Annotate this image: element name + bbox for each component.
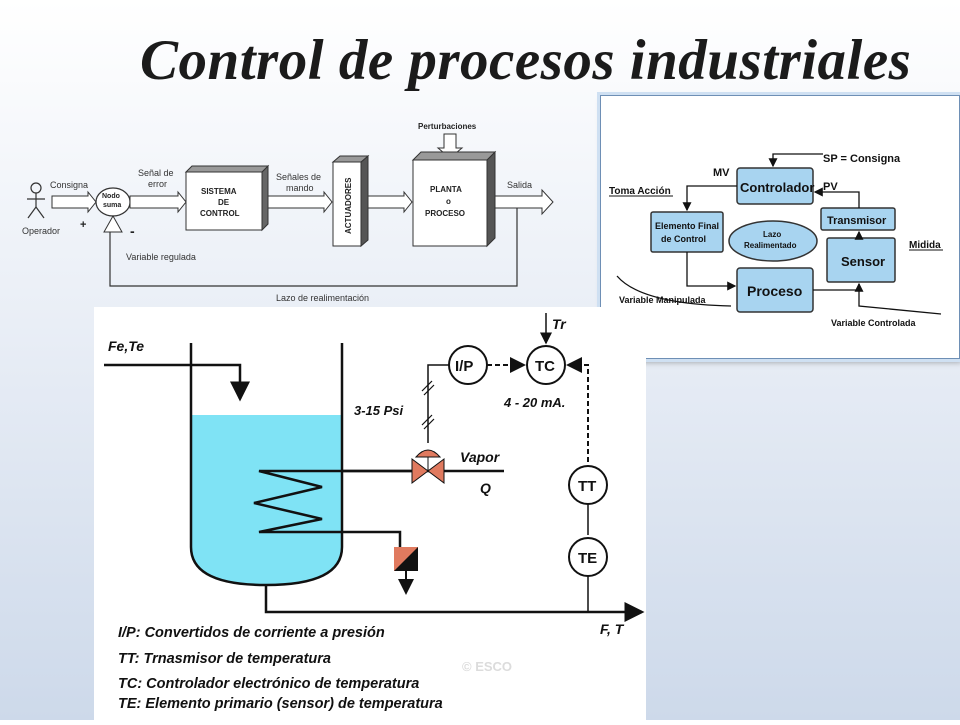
page-title: Control de procesos industriales [140,29,912,92]
control-valve-icon [411,449,445,484]
ma-label: 4 - 20 mA. [503,395,565,410]
sp-label: SP = Consigna [823,153,901,165]
proceso-label: Proceso [747,283,802,299]
lazo-ellipse [728,220,818,262]
lazo-label: Lazo de realimentación [276,293,369,303]
pid-diagram-panel: Fe,Te F, T Vapor Q 3-15 Psi I/P [94,307,646,720]
variable-regulada-label: Variable regulada [126,252,196,262]
legend-tt: TT: Trnasmisor de temperatura [118,651,331,667]
transmisor-box [820,207,896,231]
legend-te: TE: Elemento primario (sensor) de temper… [118,696,443,712]
mando-arrow [267,190,333,214]
actuadores-label: ACTUADORES [344,177,353,234]
lazo-label-1: Lazo [763,230,781,239]
operador-label: Operador [22,226,60,236]
elemento-label-1: Elemento Final [655,221,719,231]
ip-label: I/P [455,358,473,375]
feedback-path [109,208,518,287]
consigna-label: Consigna [50,180,88,190]
fe-te-label: Fe,Te [108,338,144,354]
control-label: CONTROL [200,209,240,218]
block-diagram: Operador Consigna Nodo suma + - Señal de… [22,122,554,303]
sensor-label: Sensor [841,254,885,269]
mv-label: MV [713,167,730,179]
watermark: © ESCO [462,659,512,674]
de-label: DE [218,198,230,207]
q-label: Q [480,480,491,496]
variable-controlada-label: Variable Controlada [831,318,917,328]
salida-arrow [494,188,554,216]
legend-ip: I/P: Convertidos de corriente a presión [118,625,385,641]
loop-diagram: SP = Consigna MV PV Toma Acción Midida C… [609,153,943,328]
te-label: TE [578,550,597,567]
control-system-block [184,164,270,232]
pneumatic-line [427,364,450,443]
salida-label: Salida [507,180,532,190]
controlador-label: Controlador [740,180,814,195]
error-label-2: error [148,179,167,189]
lazo-label-2: Realimentado [744,241,797,250]
error-label-1: Señal de [138,168,174,178]
loop-diagram-panel: SP = Consigna MV PV Toma Acción Midida C… [600,95,960,359]
pv-label: PV [823,181,838,193]
nodo-label: Nodo [102,193,120,200]
actuators-block [331,154,370,248]
transmisor-label: Transmisor [827,215,887,227]
sistema-label: SISTEMA [201,187,237,196]
variable-manipulada-label: Variable Manipulada [619,295,707,305]
heating-coil [253,469,414,565]
midida-label: Midida [909,240,941,251]
consigna-arrow [51,190,97,214]
error-arrow [129,190,187,214]
mando-label-1: Señales de [276,172,321,182]
psi-label: 3-15 Psi [354,403,404,418]
legend-tc: TC: Controlador electrónico de temperatu… [118,676,420,692]
tc-instrument [526,345,566,385]
tc-label: TC [535,358,555,375]
elemento-label-2: de Control [661,234,706,244]
elemento-final-box [650,211,724,253]
plus-sign: + [80,219,86,231]
operator-icon [27,182,45,219]
tt-label: TT [578,478,596,495]
tr-label: Tr [552,316,567,332]
suma-label: suma [103,202,121,209]
ft-label: F, T [600,621,625,637]
plant-block [411,150,497,248]
vapor-label: Vapor [460,449,501,465]
proceso-label: PROCESO [425,209,465,218]
o-label: o [446,197,451,206]
perturbaciones-label: Perturbaciones [418,122,477,131]
minus-sign: - [130,223,135,239]
toma-accion-label: Toma Acción [609,186,671,197]
planta-label: PLANTA [430,185,462,194]
actuator-arrow [367,190,413,214]
pid-diagram: Fe,Te F, T Vapor Q 3-15 Psi I/P [104,313,645,674]
mando-label-2: mando [286,183,314,193]
